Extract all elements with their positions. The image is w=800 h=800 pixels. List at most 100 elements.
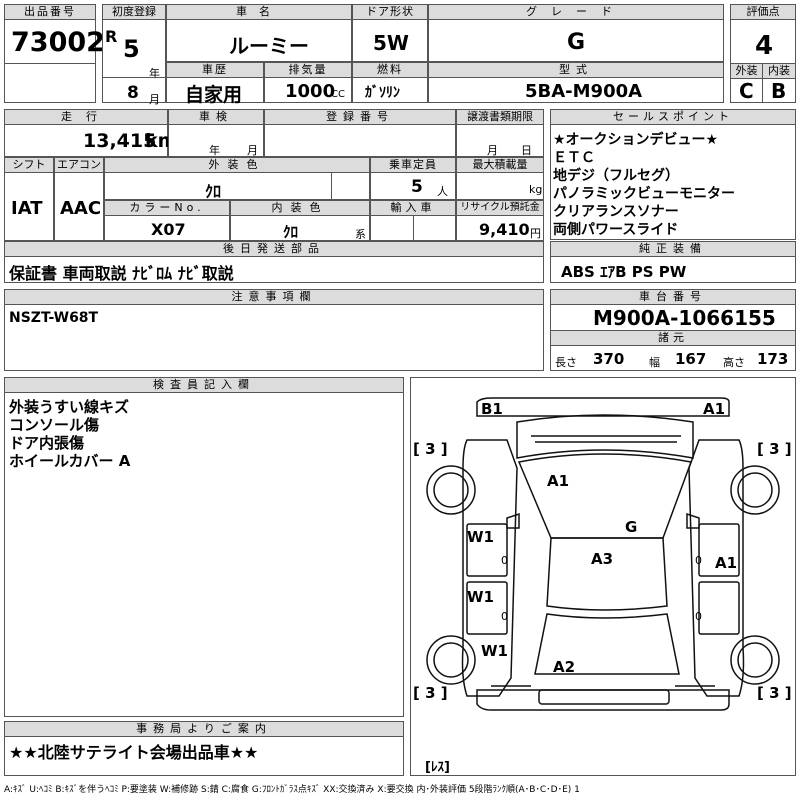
displacement-value: 1000 (285, 81, 336, 102)
chassis-value: M900A-1066155 (593, 306, 776, 330)
recycle-unit: 円 (530, 227, 541, 240)
score-box: 評価点 4 外装 内装 C B (730, 4, 796, 103)
inspector-line: コンソール傷 (9, 416, 100, 434)
displacement-unit: CC (331, 89, 345, 100)
capacity-unit: 人 (437, 185, 448, 198)
sales-point-item: クリアランスソナー (553, 204, 679, 220)
fuel-box: 燃料 ｶﾞｿﾘﾝ (352, 62, 428, 103)
transfer-box: 譲渡書類期限 月 日 (456, 109, 544, 157)
office-box: 事務局よりご案内 ★★北陸サテライト会場出品車★★ (4, 721, 404, 776)
grade-value: G (567, 30, 586, 55)
tire-fl: [ 3 ] (413, 440, 448, 458)
notes-value: NSZT-W68T (9, 310, 99, 326)
ext-color-value: ｸﾛ (205, 182, 222, 201)
model-value: 5BA-M900A (525, 81, 643, 102)
int-color-label: 内装色 (230, 200, 370, 216)
car-diagram (426, 397, 780, 711)
sales-point-item: ＥＴＣ (553, 150, 595, 166)
inspector-line: ホイールカバー A (9, 452, 131, 470)
mark-w1: W1 (467, 588, 494, 606)
transfer-label: 譲渡書類期限 (456, 109, 544, 125)
standard-equip-value: ABS ｴｱB PS PW (561, 263, 687, 281)
mark-a2-rear: A2 (553, 658, 576, 676)
later-parts-label: 後日発送部品 (4, 241, 544, 257)
first-reg-label: 初度登録 (102, 4, 166, 20)
later-parts-box: 後日発送部品 保証書 車両取説 ﾅﾋﾞﾛﾑ ﾅﾋﾞ取説 (4, 241, 544, 283)
specs-label: 諸元 (550, 330, 796, 346)
mark-a1-right: A1 (715, 554, 738, 572)
mileage-box: 走行 13,415 km (4, 109, 177, 157)
door-value: 5W (373, 31, 409, 55)
sales-points-box: セールスポイント ★オークションデビュー★ ＥＴＣ 地デジ（フルセグ） パノラミ… (550, 109, 796, 240)
int-color-unit: 系 (355, 228, 366, 241)
small-zero: 0 (695, 554, 702, 567)
import-label: 輸入車 (370, 200, 456, 216)
recycle-label: リサイクル預託金 (456, 200, 544, 216)
later-parts-value: 保証書 車両取説 ﾅﾋﾞﾛﾑ ﾅﾋﾞ取説 (9, 264, 234, 283)
sales-point-item: 両側パワースライド (553, 222, 679, 238)
car-name-value: ルーミー (229, 34, 309, 58)
small-zero: 0 (501, 610, 508, 623)
int-color-value: ｸﾛ (283, 223, 299, 241)
displacement-label: 排気量 (264, 62, 352, 78)
office-value: ★★北陸サテライト会場出品車★★ (9, 743, 259, 762)
width-value: 167 (675, 350, 707, 368)
inspector-box: 検査員記入欄 外装うすい線キズ コンソール傷 ドア内張傷 ホイールカバー A (4, 377, 404, 717)
color-no-box: カラーNo. X07 (104, 200, 230, 241)
reg-no-box: 登録番号 (264, 109, 456, 157)
tire-rr: [ 3 ] (757, 684, 792, 702)
aircon-box: エアコン AAC (54, 157, 104, 241)
first-reg-month-unit: 月 (149, 93, 160, 106)
score-value: 4 (755, 31, 774, 61)
history-value: 自家用 (185, 84, 243, 106)
displacement-box: 排気量 1000 CC (264, 62, 352, 103)
inspection-month-unit: 月 (247, 144, 258, 157)
notes-box: 注意事項欄 NSZT-W68T (4, 289, 544, 371)
score-label: 評価点 (730, 4, 796, 20)
mark-w1: W1 (467, 528, 494, 546)
sales-point-item: ★オークションデビュー★ (553, 132, 719, 148)
car-diagram-box: B1 A1 [ 3 ] [ 3 ] A1 G W1 0 A3 0 A1 W1 0… (410, 377, 796, 776)
grade-box: グレード G (428, 4, 724, 62)
door-label: ドア形状 (352, 4, 428, 20)
mark-g-roof: G (625, 518, 638, 536)
transfer-day-unit: 日 (521, 144, 532, 157)
mark-b1: B1 (481, 400, 503, 418)
office-label: 事務局よりご案内 (4, 721, 404, 737)
chassis-label: 車台番号 (550, 289, 796, 305)
shift-box: シフト IAT (4, 157, 54, 241)
inspector-line: ドア内張傷 (9, 434, 85, 452)
tire-fr: [ 3 ] (757, 440, 792, 458)
inspector-line: 外装うすい線キズ (9, 398, 130, 416)
aircon-value: AAC (60, 198, 102, 219)
notes-label: 注意事項欄 (4, 289, 544, 305)
width-label: 幅 (649, 356, 660, 369)
load-box: 最大積載量 kg (456, 157, 544, 200)
lot-number: 73002 (11, 27, 105, 58)
lot-box: 出品番号 73002 (4, 4, 105, 103)
mark-a1-hood: A1 (547, 472, 570, 490)
load-unit: kg (529, 183, 543, 196)
recycle-value: 9,410 (479, 220, 530, 239)
shift-label: シフト (4, 157, 54, 173)
history-label: 車歴 (166, 62, 264, 78)
fuel-value: ｶﾞｿﾘﾝ (365, 85, 400, 101)
inspector-label: 検査員記入欄 (4, 377, 404, 393)
first-reg-year-unit: 年 (149, 67, 160, 80)
mark-a1-front: A1 (703, 400, 726, 418)
score-ext-label: 外装 (730, 63, 763, 79)
car-name-box: 車名 ルーミー (166, 4, 352, 62)
inspection-label: 車検 (168, 109, 264, 125)
legend: A:ｷｽﾞ U:ﾍｺﾐ B:ｷｽﾞを伴うﾍｺﾐ P:要塗装 W:補修跡 S:錆 … (4, 785, 580, 795)
int-color-box: 内装色 ｸﾛ 系 (230, 200, 370, 241)
door-box: ドア形状 5W (352, 4, 428, 62)
car-name-label: 車名 (166, 4, 352, 20)
mark-a3-roof: A3 (591, 550, 614, 568)
first-registration-box: 初度登録 R 5 年 8 月 (102, 4, 166, 106)
inspection-box: 車検 年 月 (168, 109, 264, 157)
capacity-label: 乗車定員 (370, 157, 456, 173)
load-label: 最大積載量 (456, 157, 544, 173)
score-int-label: 内装 (762, 63, 796, 79)
capacity-value: 5 (411, 177, 423, 197)
sales-point-item: パノラミックビューモニター (553, 186, 735, 202)
